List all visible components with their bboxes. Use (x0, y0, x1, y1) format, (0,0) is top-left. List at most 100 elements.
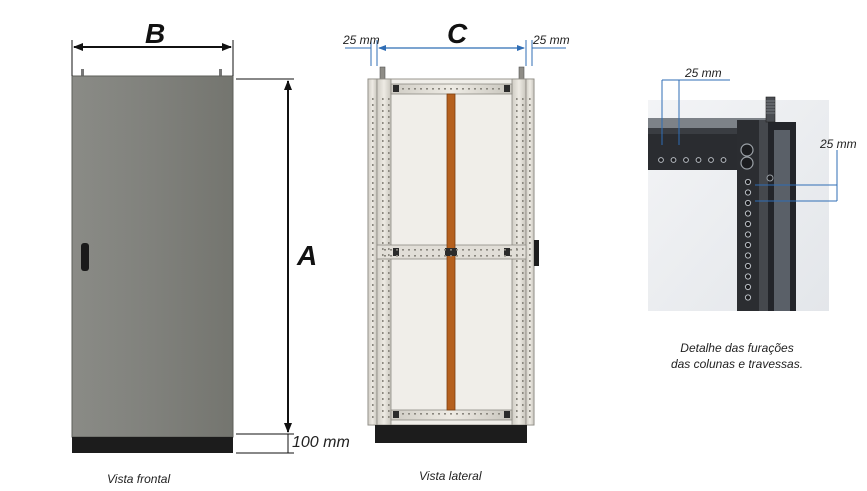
upright-hole (382, 218, 384, 220)
rail-hole (498, 249, 500, 251)
rail-hole (450, 88, 452, 90)
upright-hole (372, 158, 374, 160)
upright-hole (522, 236, 524, 238)
rail-hole (384, 255, 386, 257)
upright-hole (529, 188, 531, 190)
upright-hole (372, 104, 374, 106)
upright-hole (516, 260, 518, 262)
upright-hole (372, 140, 374, 142)
rail-hole (414, 249, 416, 251)
upright-hole (529, 146, 531, 148)
upright-hole (388, 122, 390, 124)
rail-hole (390, 255, 392, 257)
upright-hole (522, 278, 524, 280)
column-hole (744, 273, 752, 280)
upright-hole (388, 350, 390, 352)
upright-hole (372, 278, 374, 280)
upright-hole (529, 272, 531, 274)
upright-hole (529, 374, 531, 376)
detail-caption-line-2: das colunas e travessas. (670, 357, 804, 371)
upright-hole (388, 398, 390, 400)
rail-hole (474, 413, 476, 415)
upright-hole (382, 224, 384, 226)
upright-hole (529, 134, 531, 136)
upright-hole (372, 338, 374, 340)
upright-hole (529, 110, 531, 112)
dimension-b-label: B (145, 18, 166, 49)
rail-hole (432, 249, 434, 251)
upright-hole (516, 314, 518, 316)
lifting-eye-left (81, 69, 84, 76)
upright-hole (529, 170, 531, 172)
rail-hole (462, 255, 464, 257)
upright-perforations (372, 88, 531, 418)
rail-hole (402, 413, 404, 415)
upright-hole (388, 200, 390, 202)
upright-hole (372, 386, 374, 388)
column-hole (744, 199, 752, 207)
upright-hole (529, 362, 531, 364)
upright-hole (522, 266, 524, 268)
upright-hole (388, 332, 390, 334)
upright-hole (382, 248, 384, 250)
column-hole (744, 220, 752, 228)
upright-hole (529, 176, 531, 178)
rail-hole (498, 88, 500, 90)
upright-hole (522, 260, 524, 262)
upright-hole (382, 368, 384, 370)
side-bolt-left (379, 66, 386, 80)
upright-hole (382, 98, 384, 100)
upright-hole (529, 380, 531, 382)
upright-hole (516, 332, 518, 334)
upright-hole (372, 362, 374, 364)
upright-hole (372, 236, 374, 238)
side-plinth (375, 425, 527, 443)
rail-hole (516, 249, 518, 251)
upright-hole (522, 146, 524, 148)
upright-hole (522, 380, 524, 382)
upright-hole (382, 110, 384, 112)
rail-hole (450, 255, 452, 257)
upright-hole (522, 158, 524, 160)
upright-hole (522, 290, 524, 292)
column-hole (744, 283, 752, 291)
upright-hole (522, 230, 524, 232)
upright-hole (522, 362, 524, 364)
column-hole (744, 252, 752, 259)
upright-hole (516, 326, 518, 328)
upright-hole (372, 302, 374, 304)
dimension-a-label: A (297, 240, 318, 271)
upright-hole (529, 206, 531, 208)
upright-hole (522, 356, 524, 358)
upright-hole (529, 332, 531, 334)
rail-hole (402, 88, 404, 90)
rail-hole (504, 255, 506, 257)
upright-hole (516, 122, 518, 124)
upright-hole (529, 326, 531, 328)
upright-hole (388, 104, 390, 106)
rail-hole (462, 249, 464, 251)
upright-hole (382, 386, 384, 388)
upright-hole (516, 164, 518, 166)
upright-hole (388, 326, 390, 328)
upright-hole (382, 266, 384, 268)
rail-hole (414, 88, 416, 90)
upright-hole (516, 128, 518, 130)
rail-hole (480, 255, 482, 257)
upright-hole (372, 218, 374, 220)
upright-hole (388, 152, 390, 154)
upright-hole (388, 218, 390, 220)
upright-hole (516, 152, 518, 154)
side-view (345, 40, 566, 443)
upright-hole (372, 404, 374, 406)
upright-hole (372, 368, 374, 370)
upright-hole (516, 236, 518, 238)
upright-hole (382, 350, 384, 352)
upright-hole (522, 224, 524, 226)
upright-hole (388, 182, 390, 184)
upright-hole (372, 176, 374, 178)
column-hole (744, 262, 752, 270)
upright-hole (529, 410, 531, 412)
upright-hole (522, 140, 524, 142)
